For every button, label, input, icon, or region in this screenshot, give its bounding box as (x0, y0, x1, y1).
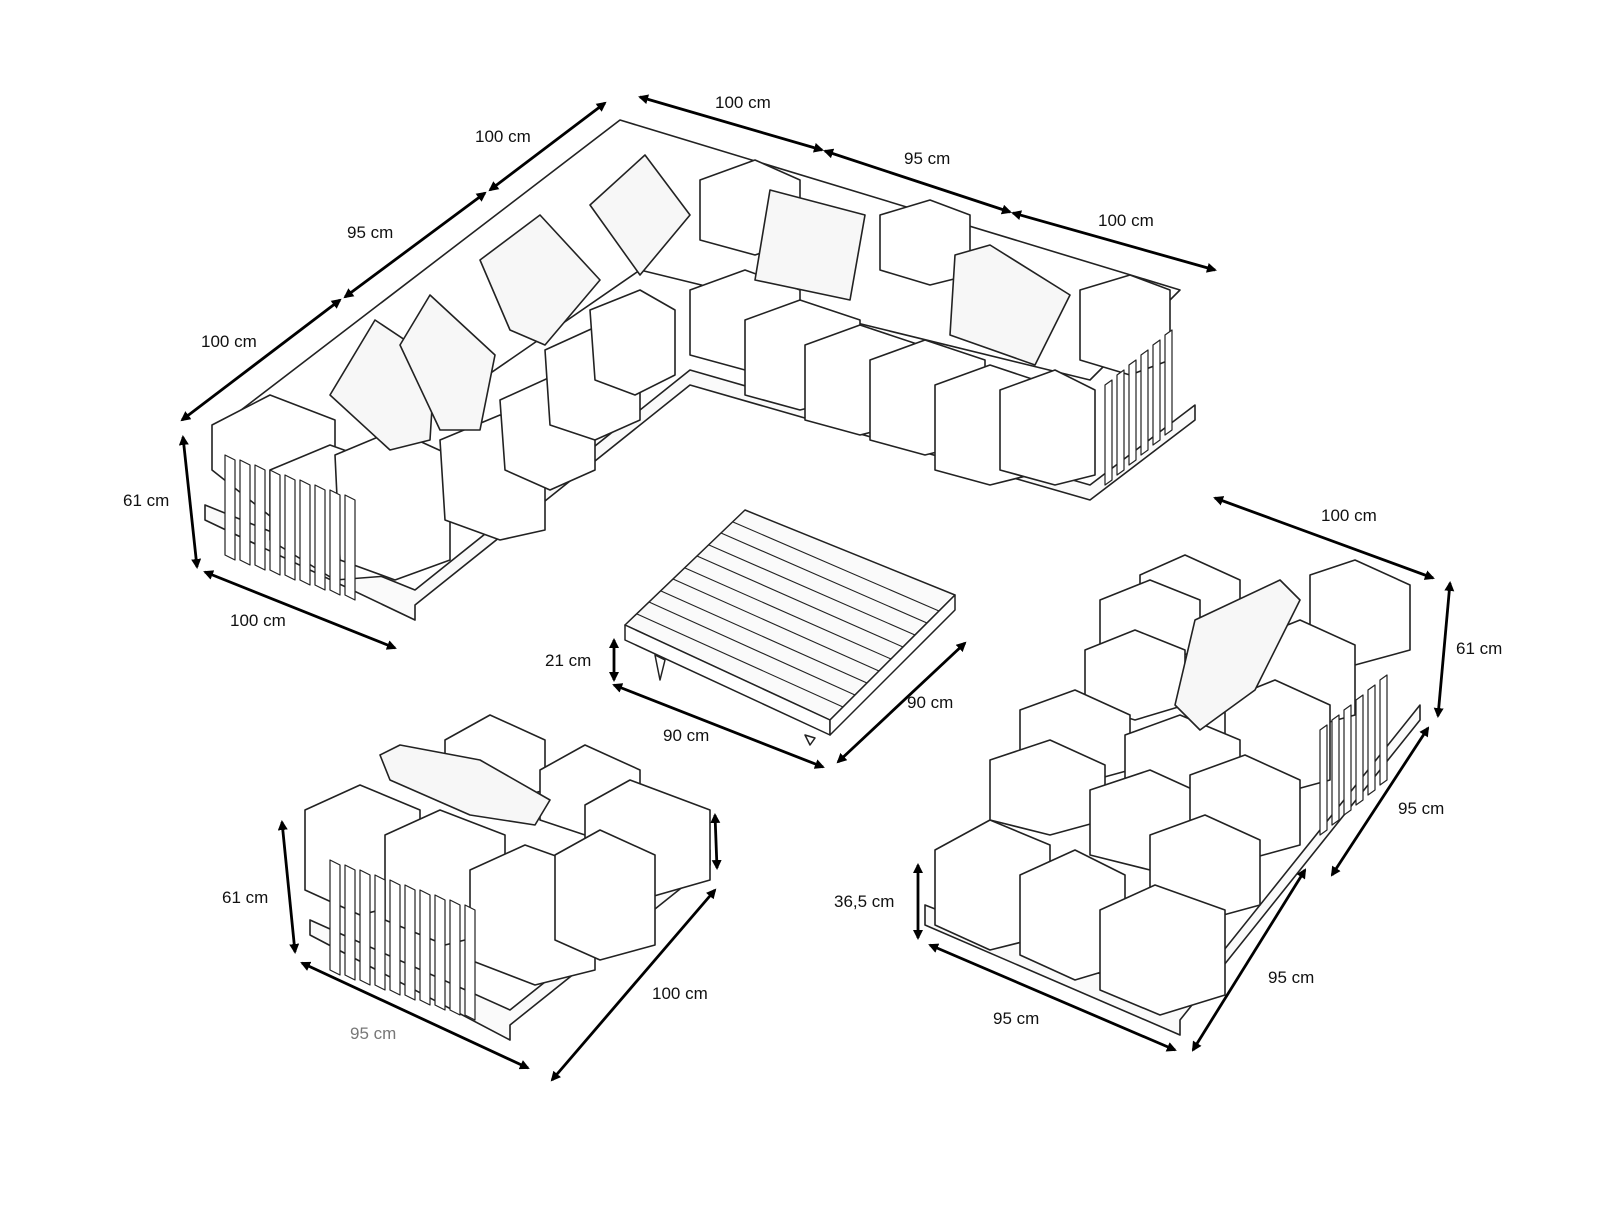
dimension-arrows (178, 94, 1455, 1082)
chaise-unit (924, 554, 1421, 1036)
dim-label-top-back-3: 100 cm (1098, 211, 1154, 230)
dim-label-ottoman-width: 95 cm (993, 1009, 1040, 1028)
dim-label-ottoman-height: 36,5 cm (834, 892, 895, 911)
dim-label-chair-depth: 100 cm (652, 984, 708, 1003)
sectional-sofa (204, 119, 1196, 621)
dim-label-chaise-width: 100 cm (1321, 506, 1377, 525)
dim-label-sofa-depth: 100 cm (230, 611, 286, 630)
dim-label-top-back-1: 100 cm (715, 93, 771, 112)
dim-label-sofa-height: 61 cm (123, 491, 170, 510)
dim-label-table-height: 21 cm (545, 651, 592, 670)
dim-label-left-side-2: 95 cm (347, 223, 394, 242)
dim-label-left-side-1: 100 cm (475, 127, 531, 146)
dim-label-chaise-depth-back: 95 cm (1398, 799, 1445, 818)
dim-label-left-side-3: 100 cm (201, 332, 257, 351)
dim-label-top-back-2: 95 cm (904, 149, 951, 168)
dim-label-chair-height: 61 cm (222, 888, 269, 907)
dim-label-chaise-depth-front: 95 cm (1268, 968, 1315, 987)
dim-label-table-depth: 90 cm (907, 693, 954, 712)
dim-label-table-width: 90 cm (663, 726, 710, 745)
dim-label-chaise-height: 61 cm (1456, 639, 1503, 658)
dim-label-chair-width: 95 cm (350, 1024, 397, 1043)
